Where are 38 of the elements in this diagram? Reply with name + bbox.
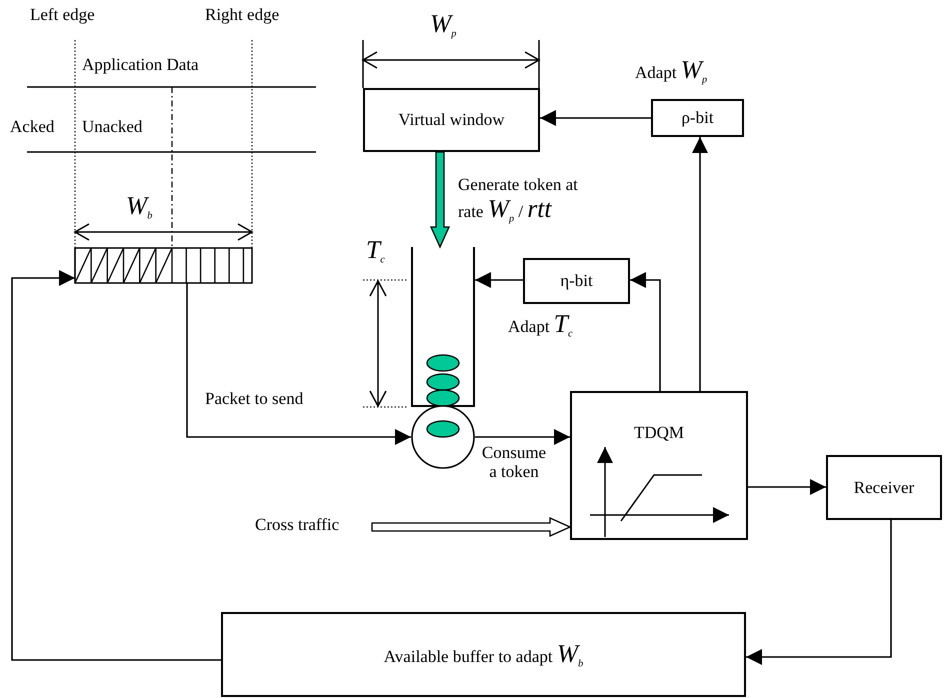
- arrow: [430, 151, 450, 249]
- token-bucket-drawing: [411, 247, 475, 407]
- text-label: Acked: [10, 118, 54, 137]
- arrow: [748, 479, 826, 495]
- arrow: [746, 520, 892, 665]
- process-box: [826, 455, 942, 520]
- text-label: Application Data: [82, 56, 199, 75]
- process-box: [221, 612, 746, 697]
- text-label: Left edge: [30, 6, 95, 25]
- arrow: [475, 429, 570, 445]
- process-box: [651, 99, 744, 137]
- arrow: [371, 517, 572, 537]
- process-box: [363, 88, 540, 152]
- process-box: [570, 391, 748, 540]
- text-label: T$_{c}$: [366, 236, 385, 266]
- arrow: [186, 283, 411, 445]
- text-label: Right edge: [205, 6, 280, 25]
- source-label: Cross traffic: [255, 516, 340, 535]
- node-caption: Adapt T$_{c}$: [508, 310, 573, 340]
- box-label: TDQM: [634, 423, 684, 443]
- box-label: ρ-bit: [681, 108, 714, 128]
- node-caption: Adapt W$_{p}$: [635, 56, 708, 86]
- text-label: W$_{b}$: [126, 192, 152, 222]
- box-label: η-bit: [560, 271, 593, 291]
- arrow: [630, 272, 661, 391]
- box-label: Available buffer to adapt W$_{b}$: [384, 639, 584, 670]
- arrow: [11, 270, 221, 661]
- text-label: W$_{p}$: [430, 10, 456, 40]
- arrow: [540, 110, 651, 126]
- arrow: [475, 272, 523, 288]
- buffer-drawing: [75, 248, 252, 283]
- node-caption: Consume a token: [480, 444, 548, 482]
- arrow: [692, 137, 708, 391]
- process-box: [523, 258, 630, 304]
- text-label: Unacked: [82, 118, 142, 137]
- box-label: Virtual window: [398, 110, 505, 130]
- token-consumer-circle: [411, 405, 475, 469]
- box-label: Receiver: [854, 478, 914, 498]
